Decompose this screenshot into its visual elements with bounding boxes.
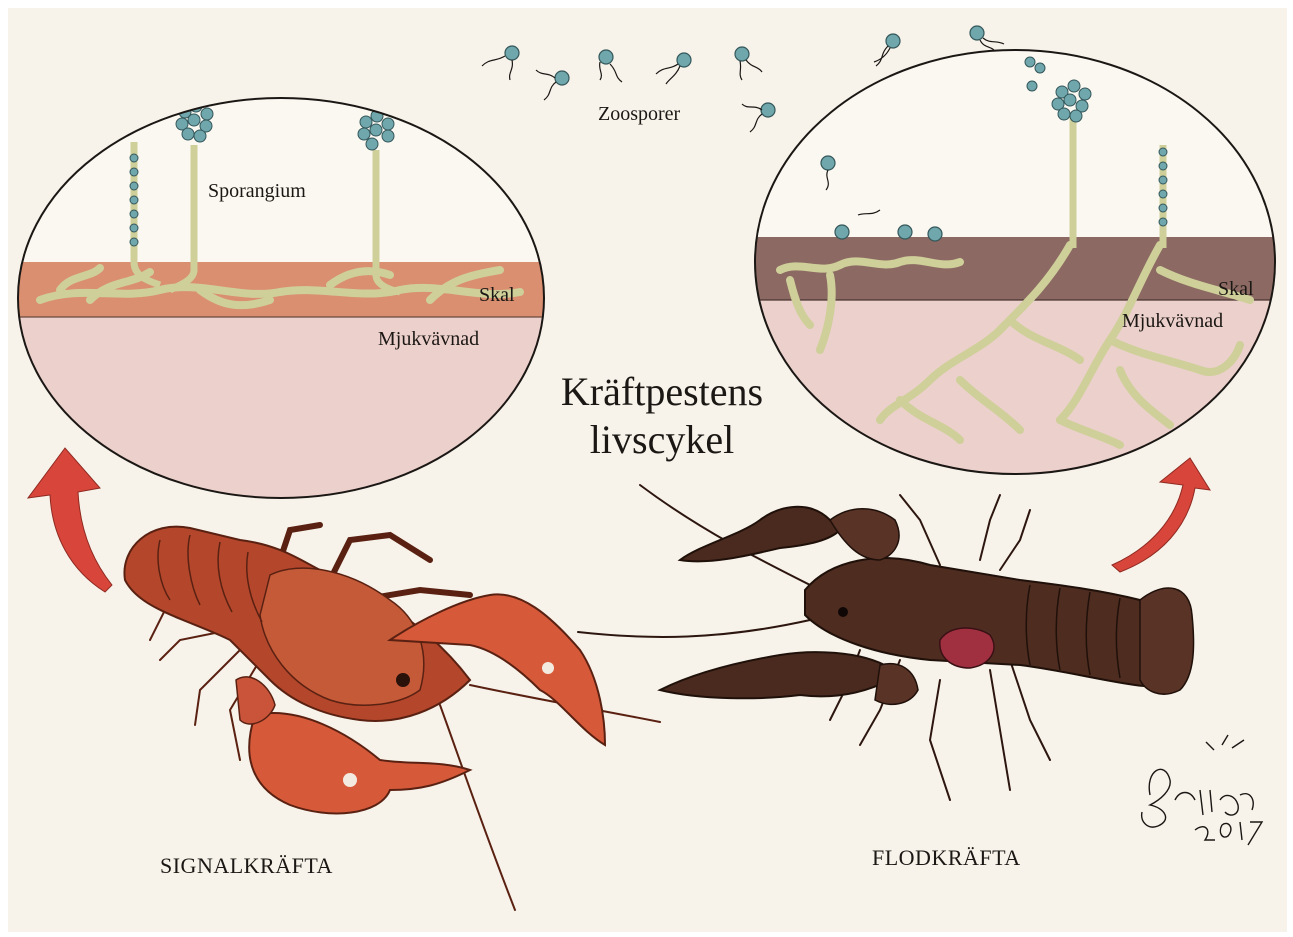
noble-crayfish-illustration <box>578 485 1194 800</box>
noble-upper-claw <box>680 507 840 562</box>
diagram-title: Kräftpestens livscykel <box>537 368 787 464</box>
right-arrow-icon <box>1112 458 1210 572</box>
left-arrow-icon <box>28 448 112 592</box>
right-cross-section <box>750 50 1280 480</box>
signature-mark <box>1142 735 1262 845</box>
title-line-1: Kräftpestens <box>537 368 787 416</box>
left-shell-label: Skal <box>479 284 515 307</box>
right-soft-tissue-label: Mjukvävnad <box>1122 310 1223 333</box>
signal-crayfish-label: SIGNALKRÄFTA <box>160 853 333 879</box>
zoospores-label: Zoosporer <box>598 103 680 126</box>
signal-left-claw <box>249 713 470 813</box>
title-line-2: livscykel <box>537 416 787 464</box>
right-shell-label: Skal <box>1218 278 1254 301</box>
left-soft-tissue-label: Mjukvävnad <box>378 328 479 351</box>
left-cross-section <box>18 97 548 502</box>
noble-crayfish-label: FLODKRÄFTA <box>872 845 1021 871</box>
infection-lesion <box>940 628 994 668</box>
sporangium-label: Sporangium <box>208 180 306 203</box>
noble-lower-claw <box>660 652 890 698</box>
